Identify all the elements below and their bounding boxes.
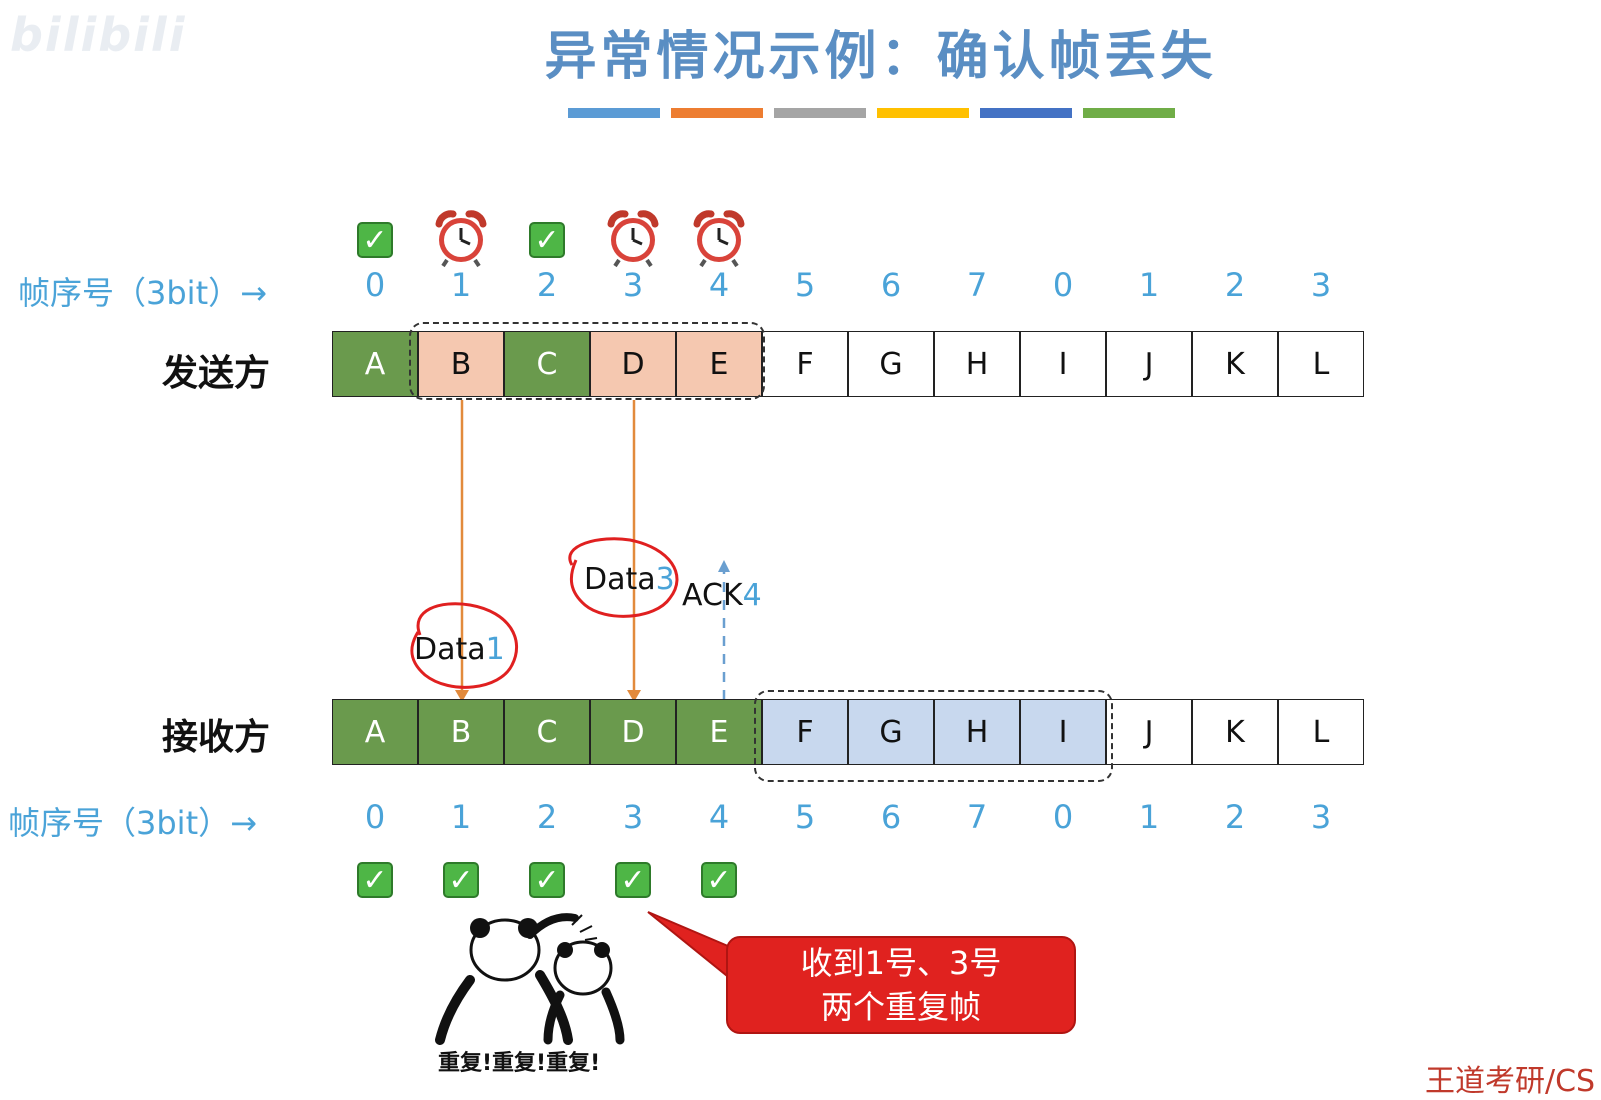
title-bar-5 bbox=[1083, 108, 1175, 118]
receiver-frame-11: L bbox=[1278, 699, 1364, 765]
sender-frame-6: G bbox=[848, 331, 934, 397]
sender-seq-num-1: 1 bbox=[450, 266, 472, 304]
receiver-label: 接收方 bbox=[162, 717, 271, 758]
sender-frame-8: I bbox=[1020, 331, 1106, 397]
data1-label-num: 1 bbox=[485, 632, 505, 667]
sender-markers-alarm-clock-icon-1 bbox=[431, 208, 491, 268]
sender-frame-3: D bbox=[590, 331, 676, 397]
receiver-frame-10: K bbox=[1192, 699, 1278, 765]
receiver-seq-num-2: 2 bbox=[536, 798, 558, 836]
sender-seq-num-11: 3 bbox=[1310, 266, 1332, 304]
receiver-markers-check-icon-1: ✓ bbox=[443, 862, 479, 898]
receiver-frame-4: E bbox=[676, 699, 762, 765]
receiver-markers-check-icon-0: ✓ bbox=[357, 862, 393, 898]
sender-seq-num-4: 4 bbox=[708, 266, 730, 304]
receiver-seq-num-9: 1 bbox=[1138, 798, 1160, 836]
page-title: 异常情况示例：确认帧丢失 bbox=[544, 27, 1217, 87]
sender-seq-num-0: 0 bbox=[364, 266, 386, 304]
duplicate-frames-callout: 收到1号、3号 两个重复帧 bbox=[726, 936, 1076, 1034]
ack4-label-text: ACK bbox=[682, 578, 743, 613]
title-bar-0 bbox=[568, 108, 660, 118]
receiver-seq-num-10: 2 bbox=[1224, 798, 1246, 836]
ack4-label-num: 4 bbox=[742, 578, 762, 613]
receiver-seq-num-5: 5 bbox=[794, 798, 816, 836]
receiver-frame-6: G bbox=[848, 699, 934, 765]
sender-label: 发送方 bbox=[162, 353, 271, 394]
sender-seq-num-6: 6 bbox=[880, 266, 902, 304]
receiver-frame-8: I bbox=[1020, 699, 1106, 765]
sender-seq-num-10: 2 bbox=[1224, 266, 1246, 304]
sender-markers-alarm-clock-icon-4 bbox=[689, 208, 749, 268]
corner-watermark: 王道考研/CS bbox=[1425, 1064, 1596, 1099]
sender-markers-alarm-clock-icon-3 bbox=[603, 208, 663, 268]
data1-arrowhead bbox=[455, 690, 469, 702]
ack4-arrowhead bbox=[718, 560, 730, 572]
sender-frame-2: C bbox=[504, 331, 590, 397]
sender-frame-7: H bbox=[934, 331, 1020, 397]
sender-frame-9: J bbox=[1106, 331, 1192, 397]
data3-label-text: Data bbox=[584, 562, 656, 597]
data1-label: Data1 bbox=[414, 632, 505, 667]
data1-label-text: Data bbox=[414, 632, 486, 667]
data3-arrowhead bbox=[627, 690, 641, 702]
sender-seq-num-2: 2 bbox=[536, 266, 558, 304]
title-bar-3 bbox=[877, 108, 969, 118]
sender-frame-11: L bbox=[1278, 331, 1364, 397]
receiver-seq-num-0: 0 bbox=[364, 798, 386, 836]
receiver-markers-check-icon-2: ✓ bbox=[529, 862, 565, 898]
sender-seq-num-9: 1 bbox=[1138, 266, 1160, 304]
title-bar-4 bbox=[980, 108, 1072, 118]
title-bar-2 bbox=[774, 108, 866, 118]
meme-drawing bbox=[435, 913, 625, 1045]
sender-seq-num-7: 7 bbox=[966, 266, 988, 304]
title-bar-1 bbox=[671, 108, 763, 118]
data3-label-num: 3 bbox=[655, 562, 675, 597]
callout-line-1: 收到1号、3号 bbox=[800, 944, 1002, 982]
sender-frame-4: E bbox=[676, 331, 762, 397]
receiver-seq-num-8: 0 bbox=[1052, 798, 1074, 836]
receiver-frame-5: F bbox=[762, 699, 848, 765]
receiver-frame-9: J bbox=[1106, 699, 1192, 765]
data1-circle bbox=[410, 602, 518, 689]
sender-markers-check-icon-0: ✓ bbox=[357, 222, 393, 258]
meme-caption: 重复!重复!重复! bbox=[438, 1051, 601, 1076]
sender-markers-check-icon-2: ✓ bbox=[529, 222, 565, 258]
sender-frame-1: B bbox=[418, 331, 504, 397]
receiver-seq-num-3: 3 bbox=[622, 798, 644, 836]
callout-line-2: 两个重复帧 bbox=[820, 988, 981, 1026]
sender-frame-5: F bbox=[762, 331, 848, 397]
receiver-seq-num-6: 6 bbox=[880, 798, 902, 836]
sender-seq-num-5: 5 bbox=[794, 266, 816, 304]
receiver-markers-check-icon-3: ✓ bbox=[615, 862, 651, 898]
data3-label: Data3 bbox=[584, 562, 675, 597]
receiver-seq-label: 帧序号（3bit）→ bbox=[8, 804, 257, 842]
receiver-seq-num-11: 3 bbox=[1310, 798, 1332, 836]
receiver-markers-check-icon-4: ✓ bbox=[701, 862, 737, 898]
data3-circle bbox=[568, 537, 679, 618]
receiver-seq-num-4: 4 bbox=[708, 798, 730, 836]
sender-window bbox=[409, 322, 765, 400]
receiver-frame-3: D bbox=[590, 699, 676, 765]
receiver-window bbox=[754, 690, 1113, 782]
sender-seq-num-3: 3 bbox=[622, 266, 644, 304]
sender-seq-label: 帧序号（3bit）→ bbox=[18, 274, 267, 312]
receiver-frame-2: C bbox=[504, 699, 590, 765]
receiver-frame-0: A bbox=[332, 699, 418, 765]
receiver-frame-1: B bbox=[418, 699, 504, 765]
receiver-frame-7: H bbox=[934, 699, 1020, 765]
receiver-seq-num-1: 1 bbox=[450, 798, 472, 836]
receiver-seq-num-7: 7 bbox=[966, 798, 988, 836]
sender-seq-num-8: 0 bbox=[1052, 266, 1074, 304]
ack4-label: ACK4 bbox=[682, 578, 762, 613]
sender-frame-0: A bbox=[332, 331, 418, 397]
sender-frame-10: K bbox=[1192, 331, 1278, 397]
bilibili-watermark: bilibili bbox=[10, 8, 187, 62]
